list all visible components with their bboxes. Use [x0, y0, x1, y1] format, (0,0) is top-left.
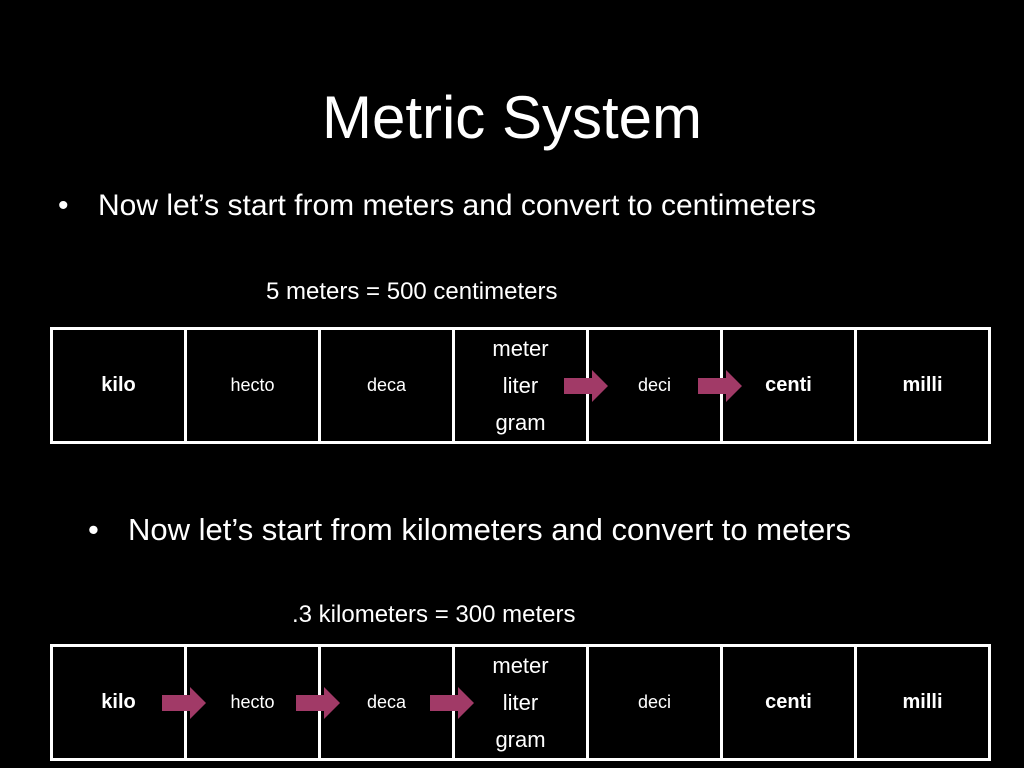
cell-base: meter liter gram	[452, 327, 608, 444]
bullet-text: Now let’s start from kilometers and conv…	[128, 512, 852, 547]
unit-meter: meter	[492, 336, 549, 361]
cell-deci: deci	[586, 644, 723, 761]
slide-title: Metric System	[321, 84, 703, 151]
cell-hecto: hecto	[184, 327, 321, 444]
unit-liter: liter	[502, 690, 539, 715]
cell-milli: milli	[854, 327, 991, 444]
unit-hecto: hecto	[230, 692, 275, 712]
unit-deci: deci	[637, 692, 672, 712]
unit-kilo: kilo	[101, 374, 136, 396]
unit-liter: liter	[502, 373, 539, 398]
bullet-text: Now let’s start from meters and convert …	[98, 189, 817, 222]
unit-table-1: kilo hecto deca meter liter gram deci ce…	[50, 327, 991, 444]
unit-deca: deca	[366, 692, 407, 712]
unit-gram: gram	[495, 727, 546, 752]
bullet-marker: •	[88, 512, 99, 547]
unit-kilo: kilo	[101, 691, 136, 713]
cell-kilo: kilo	[50, 644, 206, 761]
unit-centi: centi	[765, 691, 812, 713]
unit-table-2: kilo hecto deca meter liter gram deci ce…	[50, 644, 991, 761]
cell-centi: centi	[720, 327, 857, 444]
cell-deca: deca	[318, 644, 474, 761]
cell-deci: deci	[586, 327, 742, 444]
example-meters-to-centimeters: 5 meters = 500 centimeters	[266, 278, 558, 305]
cell-kilo: kilo	[50, 327, 187, 444]
unit-deci: deci	[637, 375, 672, 395]
unit-centi: centi	[765, 374, 812, 396]
cell-hecto: hecto	[184, 644, 340, 761]
unit-deca: deca	[366, 375, 407, 395]
cell-centi: centi	[720, 644, 857, 761]
unit-meter: meter	[492, 653, 549, 678]
cell-milli: milli	[854, 644, 991, 761]
unit-milli: milli	[902, 691, 943, 713]
cell-deca: deca	[318, 327, 455, 444]
bullet-kilometers-to-meters: • Now let’s start from kilometers and con…	[88, 512, 851, 548]
unit-milli: milli	[902, 374, 943, 396]
unit-gram: gram	[495, 410, 546, 435]
bullet-marker: •	[58, 189, 69, 222]
bullet-meters-to-centimeters: • Now let’s start from meters and convert…	[58, 188, 816, 224]
cell-base: meter liter gram	[452, 644, 589, 761]
unit-hecto: hecto	[230, 375, 275, 395]
example-kilometers-to-meters: .3 kilometers = 300 meters	[292, 601, 576, 628]
